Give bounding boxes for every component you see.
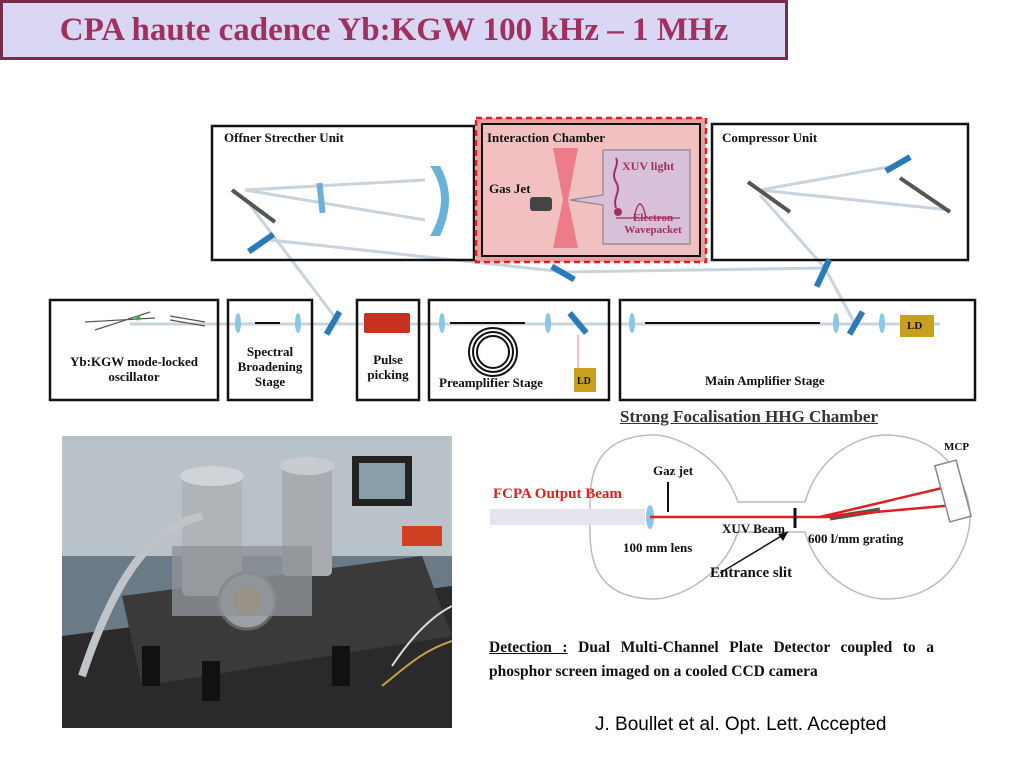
spectral-label: Spectral Broadening Stage — [237, 344, 303, 389]
detection-text: Detection : Dual Multi-Channel Plate Det… — [489, 636, 934, 684]
ld-label-1: LD — [577, 376, 591, 387]
fcpa-label: FCPA Output Beam — [493, 486, 622, 502]
spectral-box — [226, 298, 314, 402]
compressor-label: Compressor Unit — [722, 130, 818, 145]
main-amp-box — [618, 298, 977, 402]
preamp-label: Preamplifier Stage — [439, 375, 543, 390]
xuv-light-label: XUV light — [622, 159, 675, 173]
slide-title: CPA haute cadence Yb:KGW 100 kHz – 1 MHz — [59, 11, 729, 48]
interaction-label: Interaction Chamber — [487, 130, 606, 145]
title-box: CPA haute cadence Yb:KGW 100 kHz – 1 MHz — [0, 0, 788, 60]
xuv-beam-label: XUV Beam — [722, 521, 785, 536]
offner-box — [210, 124, 476, 262]
hhg-title: Strong Focalisation HHG Chamber — [620, 407, 878, 426]
electron-wavepacket-label: Electron Wavepacket — [624, 212, 682, 236]
mcp-label: MCP — [944, 441, 970, 453]
main-amp-label: Main Amplifier Stage — [705, 373, 825, 388]
preamp-box — [427, 298, 611, 402]
grating-label: 600 l/mm grating — [808, 531, 904, 546]
offner-label: Offner Strecther Unit — [224, 130, 344, 145]
detection-body: Dual Multi-Channel Plate Detector couple… — [489, 639, 934, 680]
pulse-label: Pulse picking — [367, 352, 409, 382]
slit-label: Entrance slit — [710, 565, 793, 581]
citation: J. Boullet et al. Opt. Lett. Accepted — [595, 714, 887, 735]
lens-label: 100 mm lens — [623, 540, 693, 555]
lab-photo — [62, 436, 452, 728]
laser-setup-diagram — [48, 116, 977, 402]
detection-label: Detection : — [489, 639, 568, 656]
gas-jet-label: Gas Jet — [489, 181, 531, 196]
oscillator-box — [48, 298, 220, 402]
oscillator-label: Yb:KGW mode-locked oscillator — [70, 354, 198, 384]
gaz-jet-label: Gaz jet — [653, 463, 694, 478]
ld-label-2: LD — [907, 320, 923, 332]
pulse-box — [355, 298, 421, 402]
compressor-box — [710, 122, 970, 262]
hhg-chamber-diagram — [490, 434, 973, 600]
